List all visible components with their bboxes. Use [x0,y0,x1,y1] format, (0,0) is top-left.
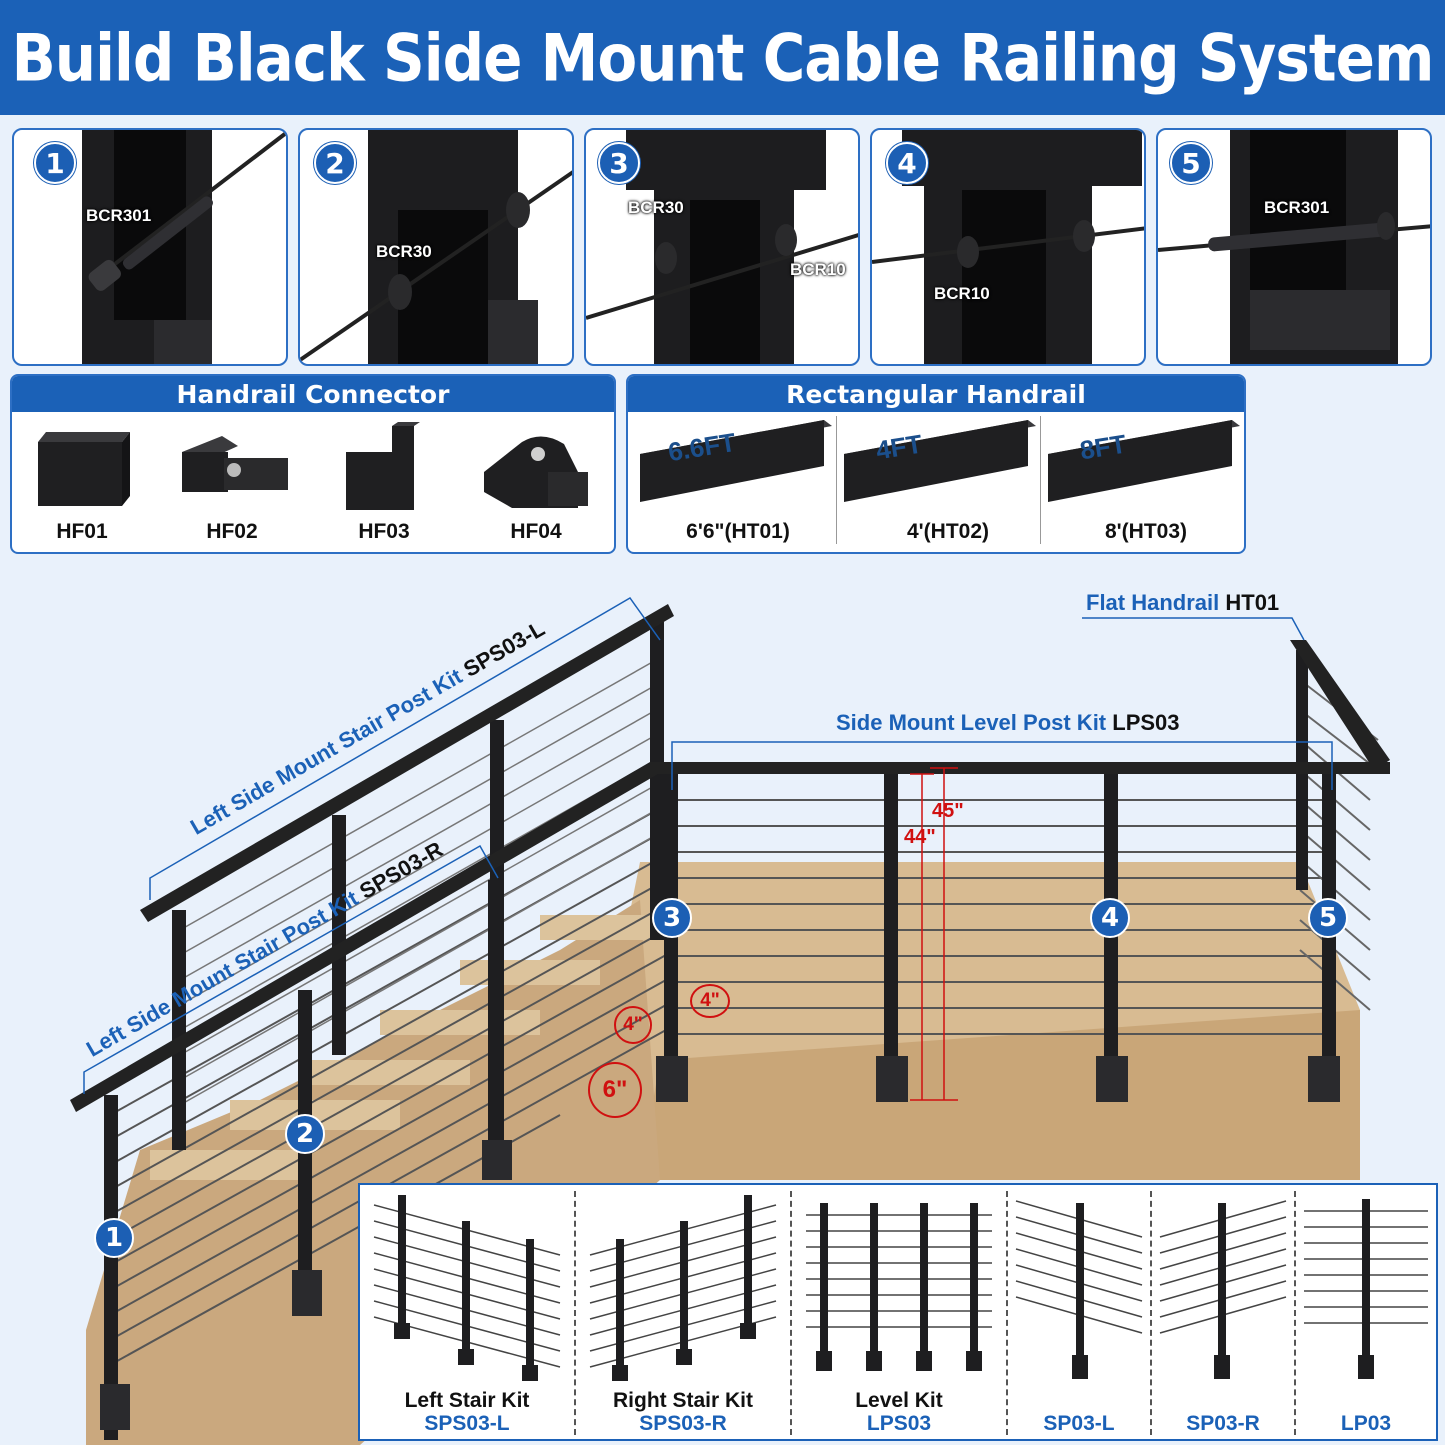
post-number-5: 5 [1308,898,1348,938]
kit-illustration [1159,1200,1287,1379]
level-kit-code: LPS03 [1112,710,1180,735]
kit-code-sp03-l: SP03-L [1043,1412,1115,1435]
fitting-label: BCR30 [628,198,684,217]
kit-divider [1006,1191,1008,1435]
part-label-hf01: HF01 [56,520,108,543]
kit-divider [1150,1191,1152,1435]
divider [836,416,837,544]
spacing-4in-label: 4" [614,1006,652,1044]
kit-illustration [589,1195,777,1381]
cable-fitting-svg [88,130,286,291]
fitting-label: BCR301 [1264,198,1330,217]
kit-sp03-r: SP03-R [1152,1185,1294,1439]
post-channel [1250,130,1346,290]
kit-code-lps03: LPS03 [866,1412,932,1435]
fitting-label: BCR10 [934,284,990,303]
kit-sp03-l: SP03-L [1008,1185,1150,1439]
cable-fitting-svg [300,170,572,362]
post-bracket [1250,290,1390,350]
kit-divider [574,1191,576,1435]
post-bracket [488,300,538,364]
part-label-hf02: HF02 [206,520,258,543]
rectangular-handrail-title: Rectangular Handrail [628,376,1244,412]
step-badge-4: 4 [886,142,928,184]
part-label-ht01: 6'6"(HT01) [686,520,790,543]
handrail-connector-panel: Handrail Connector HF01 HF02 HF03 HF04 [10,374,616,554]
fitting-label: BCR30 [376,242,432,261]
kit-lp03: LP03 [1296,1185,1436,1439]
kit-name-right-stair: Right Stair Kit [613,1389,753,1412]
flat-handrail-label: Flat Handrail HT01 [1086,590,1280,615]
kit-code-sp03-r: SP03-R [1186,1412,1260,1435]
rectangular-handrail-panel: Rectangular Handrail 6.6FT 4FT 8FT 6'6"(… [626,374,1246,554]
kit-code-sps03-r: SPS03-R [639,1412,727,1435]
post-bracket [154,320,212,364]
kit-left-stair: Left Stair Kit SPS03-L [360,1185,574,1439]
detail-panel-1: 1 BCR301 [12,128,288,366]
post-number-2: 2 [285,1114,325,1154]
step-badge-1: 1 [34,142,76,184]
handrail-bars-svg [640,420,1240,502]
post-number-4: 4 [1090,898,1130,938]
fitting-label: BCR10 [790,260,846,279]
kit-illustration [806,1203,992,1371]
title-bar: Build Black Side Mount Cable Railing Sys… [0,0,1445,115]
kit-code-lp03: LP03 [1340,1412,1392,1435]
kit-name-left-stair: Left Stair Kit [404,1389,530,1412]
kit-right-stair: Right Stair Kit SPS03-R [576,1185,790,1439]
kit-divider [790,1191,792,1435]
part-label-hf03: HF03 [358,520,410,543]
cable-fitting-svg [1158,212,1430,252]
kit-illustration [1015,1200,1143,1379]
railing-diagram [70,597,1390,1445]
cable-fitting-svg [586,224,858,320]
part-label-ht03: 8'(HT03) [1104,520,1187,543]
post-cap [902,130,1142,186]
post-number-3: 3 [652,898,692,938]
kit-illustration [373,1195,561,1381]
page-title: Build Black Side Mount Cable Railing Sys… [11,19,1435,96]
kit-divider [1294,1191,1296,1435]
cable-fitting-svg [872,220,1144,268]
fitting-label: BCR301 [86,206,152,225]
flat-handrail-code: HT01 [1225,590,1280,615]
post-cap [626,130,826,190]
kit-code-sps03-l: SPS03-L [424,1412,510,1435]
level-kit-label: Side Mount Level Post Kit LPS03 [836,710,1180,735]
kit-level: Level Kit LPS03 [792,1185,1006,1439]
detail-panel-3: 3 BCR30 BCR10 [584,128,860,366]
part-label-hf04: HF04 [510,520,562,543]
height-45-label: 45" [932,800,964,822]
detail-panel-4: 4 BCR10 [870,128,1146,366]
part-label-ht02: 4'(HT02) [906,520,989,543]
divider [1040,416,1041,544]
step-badge-3: 3 [598,142,640,184]
post-number-1: 1 [94,1218,134,1258]
detail-panel-2: 2 BCR30 [298,128,574,366]
post-channel [398,210,488,364]
spacing-6in-label: 6" [588,1062,642,1118]
spacing-4in-label: 4" [690,984,730,1018]
kits-panel: Left Stair Kit SPS03-L Right Stair Kit S… [358,1183,1438,1441]
detail-panel-5: 5 BCR301 [1156,128,1432,366]
step-badge-2: 2 [314,142,356,184]
connector-parts-svg [38,422,588,510]
post-channel [962,190,1046,364]
kit-name-level: Level Kit [855,1389,943,1412]
handrail-connector-title: Handrail Connector [12,376,614,412]
step-badge-5: 5 [1170,142,1212,184]
height-44-label: 44" [904,826,936,848]
kit-illustration [1304,1199,1428,1379]
